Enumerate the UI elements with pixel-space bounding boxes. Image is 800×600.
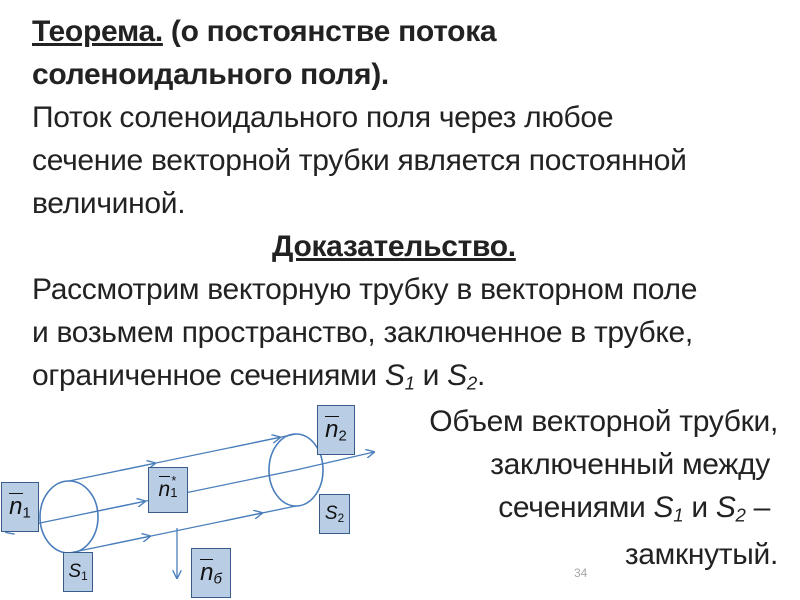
theorem-statement-line1: Поток соленоидального поля через любое [32,101,614,134]
proof-line3: ограниченное сечениями S1 и S2. [32,359,485,394]
tube-top-arrow-2 [229,437,280,449]
symbol-s2: S2 [715,491,746,526]
theorem-statement-line2: сечение векторной трубки является постоя… [32,144,687,177]
page-number: 34 [574,566,588,580]
symbol-s2: S2 [447,359,477,394]
label-s2: S2 [319,494,350,534]
theorem-title-line: Теорема. (о постоянстве потока [32,14,497,50]
label-n1: n1 [1,482,39,532]
tube-bottom-arrow-1 [109,536,150,546]
tube-bottom-arrow-2 [224,513,262,522]
label-n1-star: n*1 [148,467,188,513]
proof-heading: Доказательство. [272,230,516,263]
volume-line4: замкнутый. [624,538,778,571]
proof-line1: Рассмотрим векторную трубку в векторном … [32,273,698,306]
section-s1-ellipse [39,480,99,554]
volume-line1: Объем векторной трубки, [429,405,778,438]
theorem-label: Теорема. [32,15,163,48]
theorem-title-line2: соленоидального поля). [32,58,389,91]
symbol-s1: S1 [384,359,415,394]
section-s2-ellipse [268,433,324,507]
theorem-statement-line3: величиной. [32,187,186,220]
symbol-s1: S1 [653,491,684,526]
volume-line2: заключенный между [490,448,770,481]
label-nb: nб [191,548,231,598]
label-n2: n2 [317,405,355,455]
theorem-title-rest: (о постоянстве потока [162,15,497,48]
volume-line3: сечениями S1 и S2 – [498,491,770,526]
tube-bottom-line [68,505,297,554]
proof-line2: и возьмем пространство, заключенное в тр… [32,316,693,349]
axis-arrow-mid [89,501,145,514]
label-s1: S1 [63,552,93,592]
